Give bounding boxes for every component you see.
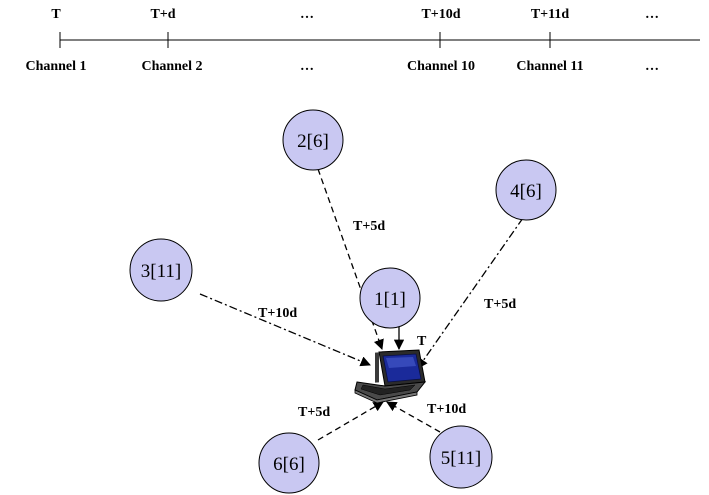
- edges: [199, 168, 524, 441]
- node-circle: [129, 238, 193, 302]
- node-circle: [495, 159, 557, 221]
- nodes: 2[6] 4[6] 3[11] 1[1] 6[6] 5[11]: [129, 109, 557, 494]
- node-label: 3[11]: [141, 261, 181, 282]
- timeline-time-label: T+10d: [421, 7, 460, 22]
- node-label: 6[6]: [273, 454, 305, 475]
- node-label: 1[1]: [374, 289, 406, 310]
- edge-label-n1: T: [417, 334, 427, 349]
- edge-n5: [386, 401, 441, 433]
- edge-label-n4: T+5d: [484, 297, 516, 312]
- node-label: 4[6]: [510, 181, 542, 202]
- node-circle: [429, 425, 493, 489]
- timeline-channel-label: Channel 2: [141, 59, 202, 74]
- edge-labels: T T+5d T+10d T+5d T+10d T+5d: [258, 219, 516, 420]
- edge-n6: [317, 401, 384, 441]
- edge-n2: [317, 168, 384, 350]
- timeline-time-label: T+11d: [531, 7, 570, 22]
- timeline-channel-label: Channel 1: [25, 59, 86, 74]
- edge-label-n3: T+10d: [258, 306, 297, 321]
- node-circle: [258, 432, 320, 494]
- timeline-time-label: T: [51, 7, 61, 22]
- node-n6: 6[6]: [258, 432, 320, 494]
- timeline-time-label: …: [300, 7, 314, 22]
- node-n1: 1[1]: [359, 267, 421, 329]
- node-label: 5[11]: [441, 448, 481, 469]
- timeline-channel-label: Channel 11: [516, 59, 583, 74]
- timeline-channel-label: …: [300, 59, 314, 74]
- edge-n3: [199, 293, 371, 367]
- node-n4: 4[6]: [495, 159, 557, 221]
- node-n3: 3[11]: [129, 238, 193, 302]
- edge-label-n6: T+5d: [298, 405, 330, 420]
- timeline-time-label: T+d: [150, 7, 175, 22]
- node-circle: [359, 267, 421, 329]
- timeline-channel-label: …: [645, 59, 659, 74]
- timeline-time-label: …: [645, 7, 659, 22]
- node-n2: 2[6]: [282, 109, 344, 171]
- edge-label-n5: T+10d: [427, 402, 466, 417]
- edge-n4: [417, 217, 524, 369]
- node-label: 2[6]: [297, 131, 329, 152]
- node-n5: 5[11]: [429, 425, 493, 489]
- edge-label-n2: T+5d: [353, 219, 385, 234]
- node-circle: [282, 109, 344, 171]
- timeline-channel-label: Channel 10: [407, 59, 475, 74]
- laptop-icon: [354, 349, 427, 404]
- timeline: T T+d … T+10d T+11d … Channel 1 Channel …: [25, 7, 700, 74]
